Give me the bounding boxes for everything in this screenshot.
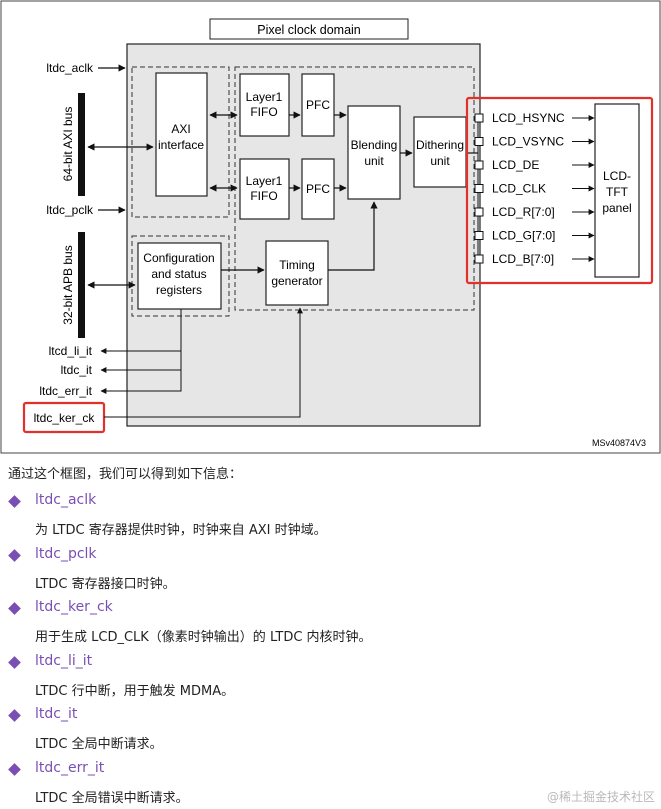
pfc-top-block: PFC — [301, 73, 335, 137]
signal-item-desc: LTDC 行中断，用于触发 MDMA。 — [35, 683, 235, 699]
pixel-clock-domain-box — [209, 18, 409, 40]
lcd-signal-label: LCD_DE — [492, 158, 539, 172]
diamond-bullet-icon — [8, 762, 21, 776]
output-err-it-line — [100, 351, 182, 394]
lcd-signal-label: LCD_VSYNC — [492, 135, 564, 149]
signal-pin — [474, 160, 484, 170]
signal-item-name: ltdc_err_it — [35, 759, 105, 776]
signal-item-desc: LTDC 全局中断请求。 — [35, 737, 163, 752]
signal-pin — [474, 113, 484, 123]
ker-ck-timing-line — [104, 307, 303, 418]
axi-bus-bar — [78, 93, 85, 196]
diamond-bullet-icon — [8, 548, 21, 562]
svg-text:PFC: PFC — [306, 98, 330, 112]
signal-pin — [474, 184, 484, 193]
figure-ref-label: MSv40874V3 — [592, 438, 646, 448]
output-ltcd-li-it-label: ltcd_li_it — [49, 344, 93, 358]
axi-domain-region — [131, 66, 230, 218]
signal-item-name: ltdc_pclk — [35, 545, 97, 562]
lcd-signal-label: LCD_B[7:0] — [492, 252, 554, 266]
timing-blend-arrow — [328, 201, 378, 271]
signal-pin — [474, 254, 484, 264]
lcd-signal-label: LCD_G[7:0] — [492, 229, 555, 243]
apb-bus-bar — [78, 232, 85, 338]
signal-item-name: ltdc_it — [35, 706, 78, 722]
diamond-bullet-icon — [8, 709, 21, 722]
lcd-signal-list: LCD_HSYNC LCD_VSYNC LCD_DE LCD_CLK LCD_R[7:0… — [466, 111, 595, 266]
svg-text:PFC: PFC — [306, 182, 330, 196]
lcd-signal-label: LCD_R[7:0] — [492, 205, 555, 219]
signal-item-desc: LTDC 寄存器接口时钟。 — [35, 576, 176, 592]
pfc-bottom-block: PFC — [301, 158, 335, 220]
input-ltdc-ker-ck-label: ltdc_ker_ck — [34, 411, 96, 425]
pixel-clock-domain-label: Pixel clock domain — [257, 23, 361, 37]
signal-item-name: ltdc_aclk — [35, 492, 97, 508]
intro-text: 通过这个框图，我们可以得到如下信息： — [8, 467, 243, 482]
apb-bus-label: 32-bit APB bus — [61, 245, 75, 324]
lcd-signal-label: LCD_CLK — [492, 182, 546, 196]
input-ltdc-pclk-label: ltdc_pclk — [46, 203, 94, 217]
watermark: @稀土掘金技术社区 — [546, 790, 655, 804]
signal-item-name: ltdc_ker_ck — [35, 599, 113, 615]
diamond-bullet-icon — [8, 655, 21, 669]
lcd-output-highlight — [465, 96, 654, 285]
axi-bus-label: 64-bit AXI bus — [61, 107, 75, 182]
signal-item-desc: LTDC 全局错误中断请求。 — [35, 790, 189, 806]
diamond-bullet-icon — [8, 602, 21, 615]
lcd-signal-label: LCD_HSYNC — [492, 111, 565, 125]
signal-pin — [474, 231, 484, 240]
diamond-bullet-icon — [8, 495, 21, 508]
signal-pin — [474, 137, 484, 146]
output-ltdc-err-it-label: ltdc_err_it — [39, 384, 92, 398]
signal-item-desc: 为 LTDC 寄存器提供时钟，时钟来自 AXI 时钟域。 — [35, 523, 327, 538]
signal-pin — [474, 207, 484, 217]
output-ltdc-it-label: ltdc_it — [61, 363, 93, 377]
input-ltdc-aclk-label: ltdc_aclk — [46, 61, 94, 75]
signal-item-name: ltdc_li_it — [35, 652, 93, 669]
signal-item-desc: 用于生成 LCD_CLK（像素时钟输出）的 LTDC 内核时钟。 — [35, 630, 372, 645]
